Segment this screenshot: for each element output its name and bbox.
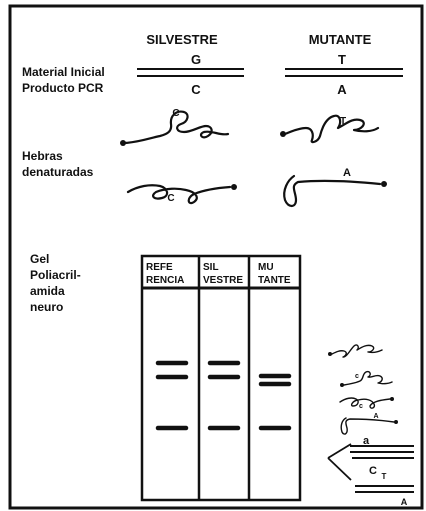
legend-duplex-bottom-label: A <box>401 497 408 507</box>
wild-base-bottom: C <box>191 82 201 97</box>
row-label-amida: amida <box>30 284 65 298</box>
lane-label-wild-1: SIL <box>203 262 219 273</box>
mutant-strand-bottom-label: A <box>343 167 351 179</box>
row-label-material: Material Inicial <box>22 65 105 79</box>
gel: REFE RENCIA SIL VESTRE MU TANTE <box>142 256 300 500</box>
mutant-strand-top-label: T <box>340 116 346 127</box>
mutant-base-bottom: A <box>337 82 347 97</box>
legend: c c A a C T A <box>328 345 414 507</box>
lane-label-mutant-2: TANTE <box>258 275 291 286</box>
row-label-neuro: neuro <box>30 300 63 314</box>
mutant-strand-bottom: A <box>284 167 387 206</box>
legend-duplex-top-label: a <box>363 435 370 447</box>
legend-strand-wild-bottom: c <box>340 397 394 410</box>
legend-strand-a-label: A <box>373 413 378 420</box>
column-header-mutant: MUTANTE <box>309 32 372 47</box>
legend-strand-c-label-2: c <box>359 403 363 410</box>
lane-label-wild-2: VESTRE <box>203 275 243 286</box>
legend-strand-mutant-top <box>328 345 382 357</box>
lane-label-reference-1: REFE <box>146 262 173 273</box>
column-header-wild: SILVESTRE <box>146 32 218 47</box>
legend-duplex: a C T A <box>350 435 414 507</box>
mutant-strand-top: T <box>280 116 378 142</box>
legend-duplex-mid-sub: T <box>382 472 387 481</box>
wild-strand-top-label: C <box>172 108 179 119</box>
mutant-base-top: T <box>338 52 346 67</box>
mutant-duplex: T A <box>285 52 403 97</box>
wild-duplex: G C <box>137 52 244 97</box>
legend-duplex-pointer <box>328 444 351 480</box>
wild-strand-top: C <box>120 108 228 146</box>
row-label-gel: Gel <box>30 252 49 266</box>
wild-base-top: G <box>191 52 201 67</box>
row-label-poliacril: Poliacril- <box>30 268 81 282</box>
row-label-denaturadas: denaturadas <box>22 165 94 179</box>
row-label-hebras: Hebras <box>22 149 63 163</box>
wild-strand-bottom: C <box>128 184 237 204</box>
lane-label-reference-2: RENCIA <box>146 275 184 286</box>
legend-strand-wild-top: c <box>340 372 392 387</box>
legend-strand-mutant-bottom: A <box>341 413 398 434</box>
legend-duplex-mid-label: C <box>369 465 377 477</box>
legend-strand-c-label: c <box>355 373 359 380</box>
lane-label-mutant-1: MU <box>258 262 274 273</box>
wild-strand-bottom-label: C <box>167 193 174 204</box>
row-label-pcr: Producto PCR <box>22 81 104 95</box>
